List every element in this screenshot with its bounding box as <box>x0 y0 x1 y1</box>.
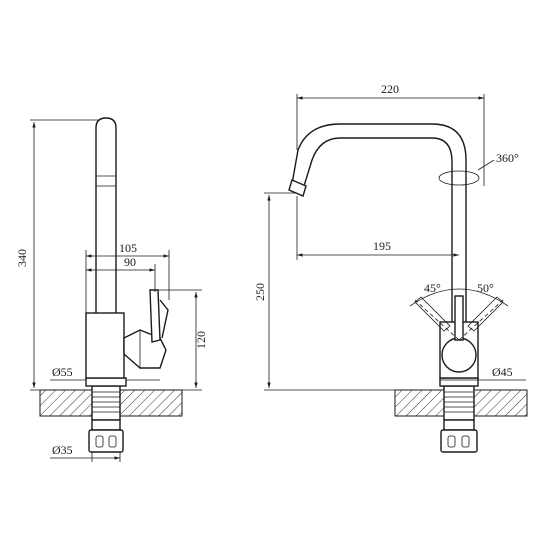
dim-340-label: 340 <box>15 249 29 267</box>
lever-front <box>454 295 464 341</box>
dim-105-label: 105 <box>119 241 137 255</box>
base-flange-front <box>439 377 479 387</box>
rotation-indicator <box>438 170 480 186</box>
lever-ghost-left <box>414 296 460 341</box>
aerator-front <box>288 179 307 197</box>
dim-220-label: 220 <box>381 82 399 96</box>
front-view: 360° 220 195 250 45° 50° Ø45 <box>253 82 528 453</box>
dim-50-label: 50° <box>477 281 494 295</box>
dim-120-label: 120 <box>194 331 208 349</box>
dim-45-label: 45° <box>424 281 441 295</box>
base-flange-side <box>85 377 127 387</box>
dim-45-dia-label: Ø45 <box>492 365 513 379</box>
handle-swing-arc <box>409 288 509 307</box>
dim-360-label: 360° <box>496 151 519 165</box>
dim-195-label: 195 <box>373 239 391 253</box>
faucet-body-side <box>85 312 125 379</box>
hose-connectors-front <box>440 419 478 453</box>
hose-connectors-side <box>88 419 124 453</box>
spout-inner-front <box>291 123 467 322</box>
shank-threads-front <box>444 391 474 413</box>
threaded-shank-side <box>91 385 121 421</box>
dim-35-label: Ø35 <box>52 443 73 457</box>
threaded-shank-front <box>443 385 475 421</box>
spout-outer-front <box>303 137 453 322</box>
dim-250-label: 250 <box>253 283 267 301</box>
lever-tip-side <box>159 299 169 339</box>
shank-threads-side <box>92 391 120 413</box>
lever-side <box>149 289 161 343</box>
lever-ghost-right <box>458 296 504 341</box>
dim-90-label: 90 <box>124 255 136 269</box>
dim-55-label: Ø55 <box>52 365 73 379</box>
spout-tube-side <box>95 117 117 313</box>
side-view: 340 105 90 120 Ø55 Ø35 <box>15 117 208 462</box>
